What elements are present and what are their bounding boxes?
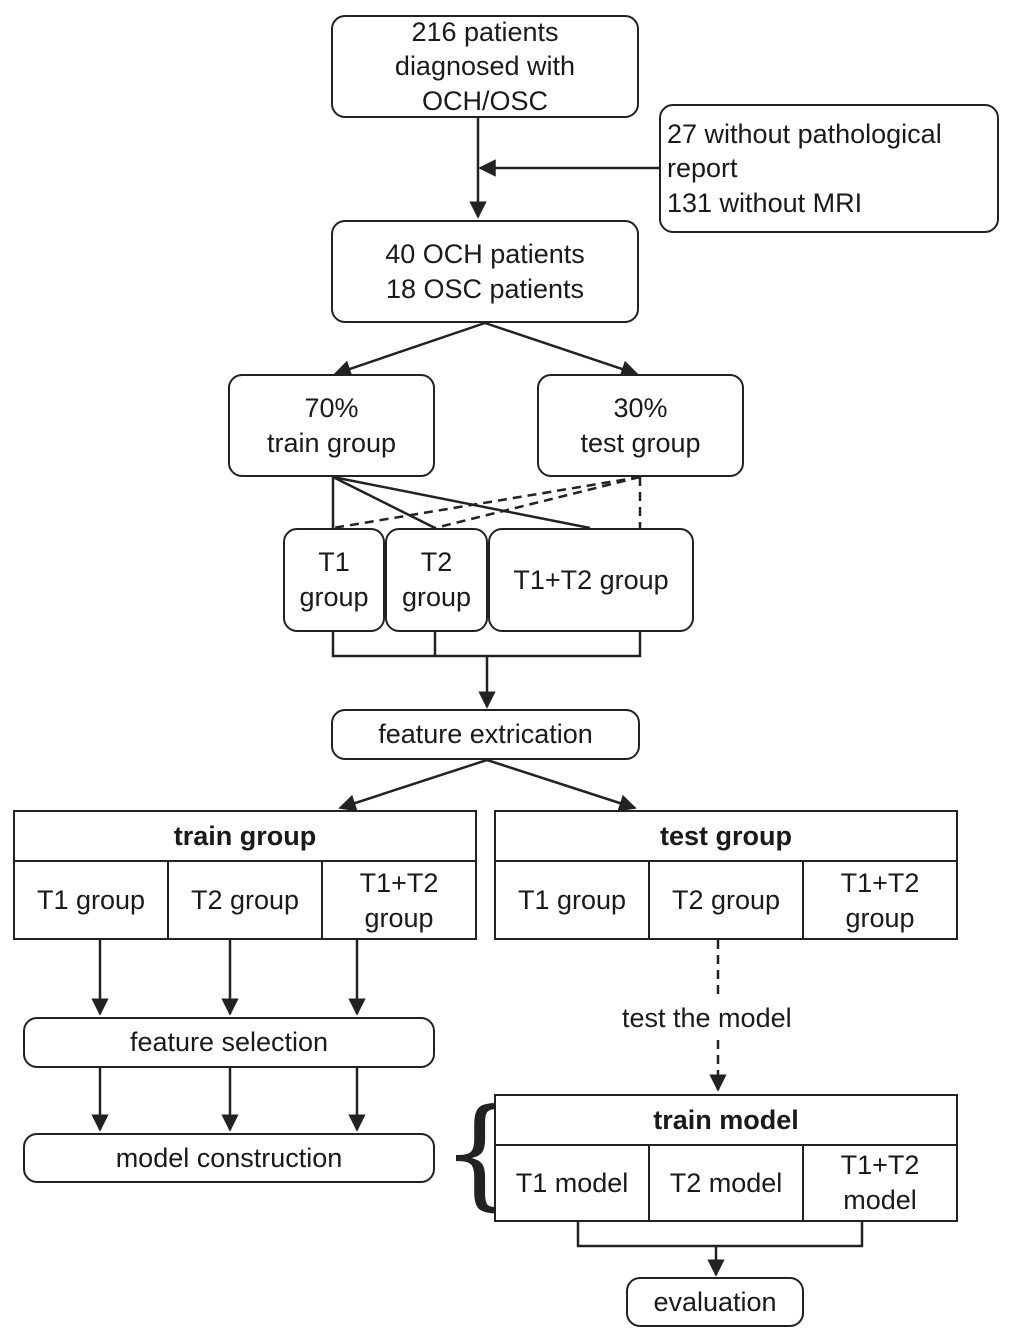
exclusion-line-2: report — [667, 153, 738, 184]
t2-group-line-2: group — [401, 582, 472, 612]
evaluation-text: evaluation — [653, 1286, 777, 1317]
train-model-title: train model — [496, 1096, 956, 1146]
test-t1-cell: T1 group — [496, 862, 650, 938]
train-t2-cell: T2 group — [169, 862, 323, 938]
train-model-table: train model T1 model T2 model T1+T2 mode… — [494, 1094, 958, 1222]
t2-group-line-1: T2 — [420, 547, 453, 578]
t1-group-line-1: T1 — [318, 547, 350, 578]
t1t2-group-text: T1+T2 group — [513, 564, 669, 595]
train-split-box: 70% train group — [228, 374, 435, 477]
t1t2-model-cell: T1+T2 model — [804, 1146, 956, 1220]
test-group-title: test group — [496, 812, 956, 862]
feature-extraction-text: feature extrication — [378, 719, 593, 750]
t1-group-box: T1 group — [283, 528, 385, 632]
arrow-to-train-table — [338, 758, 488, 812]
exclusions-box: 27 without pathological report 131 witho… — [659, 104, 999, 233]
test-split-label: test group — [580, 427, 701, 458]
model-construction-text: model construction — [115, 1142, 343, 1173]
test-t1t2-cell: T1+T2 group — [804, 862, 956, 938]
t1-model-text: T1 model — [515, 1167, 629, 1198]
patients-included-box: 40 OCH patients 18 OSC patients — [331, 220, 639, 323]
t1t2-group-box: T1+T2 group — [488, 528, 694, 632]
line-test-to-t2 — [434, 475, 641, 530]
t2-group-box: T2 group — [385, 528, 488, 632]
line-train-to-t2 — [332, 475, 436, 530]
train-group-table: train group T1 group T2 group T1+T2 grou… — [13, 810, 477, 940]
train-t1-cell: T1 group — [15, 862, 169, 938]
patients-total-text: 216 patients diagnosed with OCH/OSC — [394, 16, 576, 116]
patients-total-box: 216 patients diagnosed with OCH/OSC — [331, 15, 639, 118]
train-t2-text: T2 group — [190, 884, 300, 915]
t1t2-model-text: T1+T2 model — [840, 1150, 920, 1215]
feature-selection-text: feature selection — [129, 1027, 329, 1058]
test-split-box: 30% test group — [537, 374, 744, 477]
test-t1t2-text: T1+T2 group — [840, 868, 920, 933]
feature-selection-box: feature selection — [23, 1017, 435, 1068]
osc-count: 18 OSC patients — [385, 273, 585, 304]
test-t2-cell: T2 group — [650, 862, 804, 938]
model-construction-box: model construction — [23, 1133, 435, 1183]
t1-model-cell: T1 model — [496, 1146, 650, 1220]
test-t1-text: T1 group — [517, 884, 627, 915]
t2-model-cell: T2 model — [650, 1146, 804, 1220]
test-split-percent: 30% — [613, 392, 668, 423]
arrow-to-test-split — [484, 321, 639, 378]
train-group-title: train group — [15, 812, 475, 862]
test-t2-text: T2 group — [671, 884, 781, 915]
arrow-to-train-split — [333, 321, 486, 378]
feature-extraction-box: feature extrication — [331, 709, 640, 760]
line-train-to-t1t2 — [332, 475, 591, 530]
exclusion-line-3: 131 without MRI — [667, 187, 863, 218]
train-t1t2-text: T1+T2 group — [359, 868, 439, 933]
och-count: 40 OCH patients — [385, 238, 585, 269]
groups-bracket — [331, 632, 642, 658]
t1-group-line-2: group — [299, 582, 369, 612]
test-the-model-label: test the model — [620, 1003, 794, 1034]
models-bracket — [576, 1222, 864, 1248]
test-group-table: test group T1 group T2 group T1+T2 group — [494, 810, 958, 940]
line-test-to-t1 — [332, 475, 641, 530]
arrow-to-test-table — [486, 758, 637, 812]
t2-model-text: T2 model — [669, 1167, 783, 1198]
evaluation-box: evaluation — [626, 1277, 804, 1327]
train-split-label: train group — [266, 427, 397, 458]
train-t1-text: T1 group — [36, 884, 146, 915]
train-split-percent: 70% — [304, 392, 359, 423]
exclusion-line-1: 27 without pathological — [667, 118, 942, 149]
train-t1t2-cell: T1+T2 group — [323, 862, 475, 938]
